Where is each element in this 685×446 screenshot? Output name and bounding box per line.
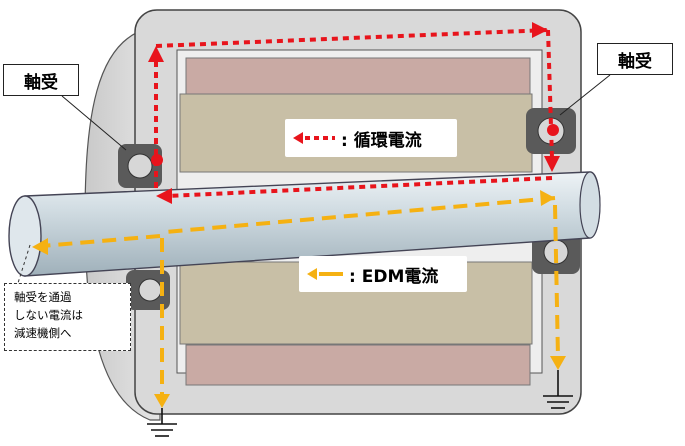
legend-circulating-current: : 循環電流 (285, 119, 457, 157)
shaft-current-note: 軸受を通過 しない電流は 減速機側へ (4, 283, 131, 351)
lower-winding (186, 345, 530, 385)
shaft-end-face (9, 196, 41, 276)
bearing-left-label: 軸受 (3, 64, 79, 96)
orange-dashed-arrow-icon (305, 267, 345, 281)
legend-edm-text: : EDM電流 (349, 262, 438, 287)
shaft-right-end (580, 172, 600, 238)
note-line-1: 軸受を通過 (14, 288, 126, 306)
legend-circulating-text: : 循環電流 (341, 126, 422, 151)
red-dotted-arrow-icon (291, 131, 337, 145)
upper-winding (186, 58, 530, 96)
bearing-right-label: 軸受 (597, 43, 673, 75)
note-line-3: 減速機側へ (14, 324, 126, 342)
legend-edm-current: : EDM電流 (299, 256, 467, 292)
note-line-2: しない電流は (14, 306, 126, 324)
